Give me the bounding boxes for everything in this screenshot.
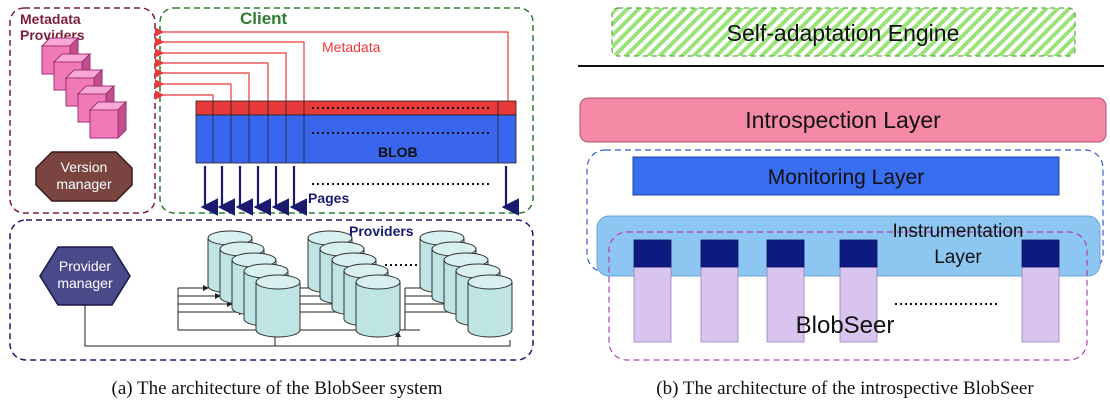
metadata-arrow [154, 27, 509, 101]
blobseer-label: BlobSeer [796, 312, 895, 339]
metadata-arrow [154, 37, 305, 101]
blobseer-component-probe [633, 239, 672, 268]
self-adaptation-engine-box [611, 7, 1076, 57]
blob-body [195, 114, 517, 164]
providers-label: Providers [349, 223, 414, 239]
cylinder-top [467, 274, 513, 290]
provider-cylinders [207, 230, 513, 338]
blob-page-dividers [212, 101, 499, 163]
page-arrows [200, 166, 520, 216]
blob-label: BLOB [378, 144, 418, 160]
monitoring-layer-label: Monitoring Layer [768, 166, 924, 189]
cylinder-body [255, 281, 301, 338]
blobseer-component-body [633, 266, 672, 343]
caption-a: (a) The architecture of the BlobSeer sys… [112, 378, 443, 399]
version-manager-node [35, 151, 133, 202]
provider-bus-line [84, 305, 395, 347]
self-adaptation-engine-label: Self-adaptation Engine [727, 20, 960, 46]
metadata-arrow [154, 90, 214, 101]
cylinder-body [467, 281, 513, 338]
provider-cylinder [467, 274, 513, 338]
provider-cylinder [355, 274, 401, 338]
client-box [159, 7, 534, 214]
blobseer-component-body [700, 266, 739, 343]
figure-b: Self-adaptation Engine Introspection Lay… [578, 7, 1107, 399]
blobseer-component-probe [1021, 239, 1060, 268]
metadata-label: Metadata [322, 39, 381, 55]
cube-front [89, 109, 119, 139]
pages-label: Pages [308, 190, 349, 206]
provider-cylinder [255, 274, 301, 338]
metadata-arrow [154, 68, 250, 101]
cylinder-top [355, 274, 401, 290]
cylinder-body [355, 281, 401, 338]
blobseer-component-probe [766, 239, 805, 268]
metadata-arrow [154, 79, 232, 101]
metadata-providers-box [9, 7, 156, 214]
metadata-provider-cubes [40, 36, 128, 140]
provider-manager-node [39, 246, 131, 306]
metadata-arrow [154, 48, 287, 101]
metadata-arrows [154, 27, 509, 101]
monitoring-layer-box [632, 156, 1060, 196]
blobseer-component-body [766, 266, 805, 343]
client-label: Client [240, 9, 288, 28]
cylinder-top [255, 274, 301, 290]
blobseer-components [633, 239, 1060, 343]
introspection-layer-label: Introspection Layer [745, 107, 941, 133]
blobseer-component-body [1021, 266, 1060, 343]
blobseer-component-probe [700, 239, 739, 268]
introspection-layer-box [579, 97, 1107, 143]
blobseer-region [608, 231, 1088, 361]
metadata-arrow [154, 58, 269, 101]
blobseer-component-body [839, 266, 878, 343]
providers-box [9, 219, 534, 361]
caption-b: (b) The architecture of the introspectiv… [656, 378, 1034, 399]
provider-bus-line [395, 340, 511, 347]
blobseer-component-probe [839, 239, 878, 268]
